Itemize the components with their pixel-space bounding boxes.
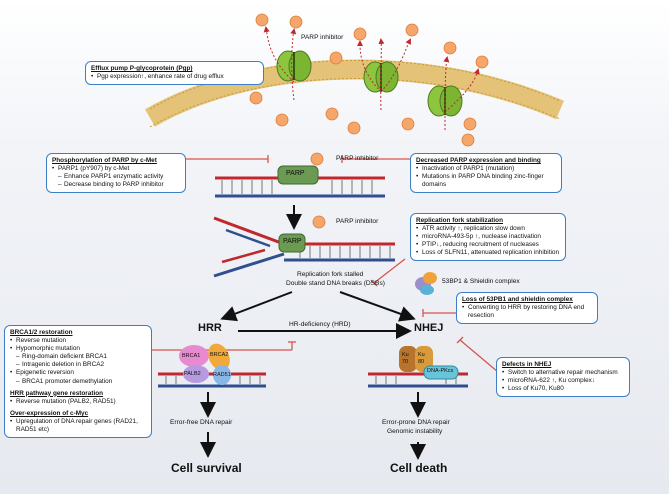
- brca-sub: Ring-domain deficient BRCA1: [10, 353, 146, 361]
- brca-sub: BRCA1 promoter demethylation: [10, 378, 146, 386]
- cmyc-title: Over-expression of c-Myc: [10, 409, 89, 417]
- ku80-protein: [415, 346, 433, 372]
- brca1-label: BRCA1: [182, 353, 201, 359]
- nhej-label: NHEJ: [414, 322, 444, 334]
- ku70-protein: [399, 346, 417, 372]
- phos-sub: Enhance PARP1 enzymatic activity: [52, 173, 180, 181]
- label-parp-inhibitor-fork: PARP inhibitor: [336, 218, 379, 225]
- brca1-protein: [179, 345, 209, 367]
- label-stall: Replication fork stalled: [297, 271, 364, 278]
- hrr-gene-item: Reverse mutation (PALB2, RAD51): [10, 398, 146, 406]
- label-parp-fork: PARP: [283, 238, 302, 245]
- dnapkcs-label: DNA-PKcs: [427, 368, 454, 374]
- error-free-label: Error-free DNA repair: [170, 419, 233, 426]
- phos-sub: Decrease binding to PARP inhibitor: [52, 181, 180, 189]
- rad51-label: RAD51: [213, 372, 231, 378]
- pgp-pump-1: [276, 50, 312, 82]
- brca2-protein: [208, 343, 230, 371]
- hrr-dna: [158, 343, 266, 388]
- rad51-protein: [213, 365, 231, 385]
- label-parp: PARP: [286, 170, 305, 177]
- label-parp-inhibitor-top: PARP inhibitor: [301, 34, 344, 41]
- fork-title: Replication fork stabilization: [416, 217, 503, 224]
- phos-item: PARP1 (pY907) by c-Met: [52, 165, 180, 173]
- fork-item: ATR activity ↑, replication slow down: [416, 225, 560, 233]
- ku70-label: Ku 70: [402, 352, 409, 365]
- palb2-label: PALB2: [184, 371, 201, 377]
- nhej-defects-title: Defects in NHEJ: [502, 361, 552, 368]
- parp-trapped: [278, 233, 306, 253]
- loss53-title: Loss of 53PB1 and shieldin complex: [462, 296, 573, 303]
- label-53bp1: 53BP1 & Shieldin complex: [442, 278, 520, 285]
- parp-enzyme: [277, 165, 319, 185]
- hrr-gene-title: HRR pathway gene restoration: [10, 389, 104, 397]
- hrr-label: HRR: [198, 322, 222, 334]
- efflux-title: Efflux pump P-glycoprotein (Pgp): [91, 65, 193, 72]
- cmyc-item: Upregulation of DNA repair genes (RAD21,…: [10, 418, 146, 434]
- cell-death-label: Cell death: [390, 461, 448, 475]
- ku80-label: Ku 80: [418, 352, 425, 365]
- loss53-item: Converting to HRR by restoring DNA end r…: [462, 304, 592, 320]
- decreased-parp-box: Decreased PARP expression and binding In…: [410, 153, 562, 194]
- fork-stabilization-box: Replication fork stabilization ATR activ…: [410, 213, 566, 262]
- nhej-defects-item: microRNA-622 ↑, Ku complex↓: [502, 377, 624, 385]
- decreased-item: Inactivation of PARP1 (mutation): [416, 165, 556, 173]
- efflux-item: Pgp expression↑, enhance rate of drug ef…: [91, 73, 258, 81]
- nhej-defects-item: Loss of Ku70, Ku80: [502, 385, 624, 393]
- nhej-defects-box: Defects in NHEJ Switch to alternative re…: [496, 357, 630, 398]
- brca-sub: Intragenic deletion in BRCA2: [10, 361, 146, 369]
- nhej-defects-item: Switch to alternative repair mechanism: [502, 369, 624, 377]
- hrd-label: HR-deficiency (HRD): [289, 321, 351, 328]
- label-dsb: Double stand DNA breaks (DSBs): [286, 280, 385, 287]
- dnapkcs-protein: [423, 365, 459, 380]
- phos-title: Phosphorylation of PARP by c-Met: [52, 157, 157, 164]
- error-prone-label: Error-prone DNA repair: [382, 419, 450, 426]
- genomic-instability-label: Genomic instability: [387, 428, 443, 435]
- cell-survival-label: Cell survival: [171, 461, 242, 475]
- nhej-dna: [368, 346, 468, 388]
- brca2-label: BRCA2: [210, 352, 229, 358]
- loss-53bp1-box: Loss of 53PB1 and shieldin complex Conve…: [456, 292, 598, 325]
- brca-item: Hypomorphic mutation: [10, 345, 146, 353]
- efflux-box: Efflux pump P-glycoprotein (Pgp) Pgp exp…: [85, 61, 264, 86]
- fork-item: Loss of SLFN11, attenuated replication i…: [416, 249, 560, 257]
- fork-item: microRNA-493-5p ↑, nuclease inactivation: [416, 233, 560, 241]
- palb2-protein: [183, 365, 209, 383]
- label-parp-inhibitor-mid: PARP inhibitor: [336, 155, 379, 162]
- brca-item: Reverse mutation: [10, 337, 146, 345]
- fork-item: PTIP↓, reducing recruitment of nucleases: [416, 241, 560, 249]
- dna-top: [215, 165, 385, 198]
- decreased-title: Decreased PARP expression and binding: [416, 157, 541, 164]
- brca-item: Epigenetic reversion: [10, 369, 146, 377]
- drug-molecules: [249, 13, 489, 229]
- dna-fork: [213, 216, 395, 278]
- decreased-item: Mutations in PARP DNA binding zinc-finge…: [416, 173, 556, 189]
- cell-membrane: [144, 59, 564, 127]
- phosphorylation-box: Phosphorylation of PARP by c-Met PARP1 (…: [46, 153, 186, 194]
- 53bp1-complex: [415, 272, 437, 295]
- brca-title: BRCA1/2 restoration: [10, 329, 73, 336]
- brca-restoration-box: BRCA1/2 restoration Reverse mutation Hyp…: [4, 325, 152, 439]
